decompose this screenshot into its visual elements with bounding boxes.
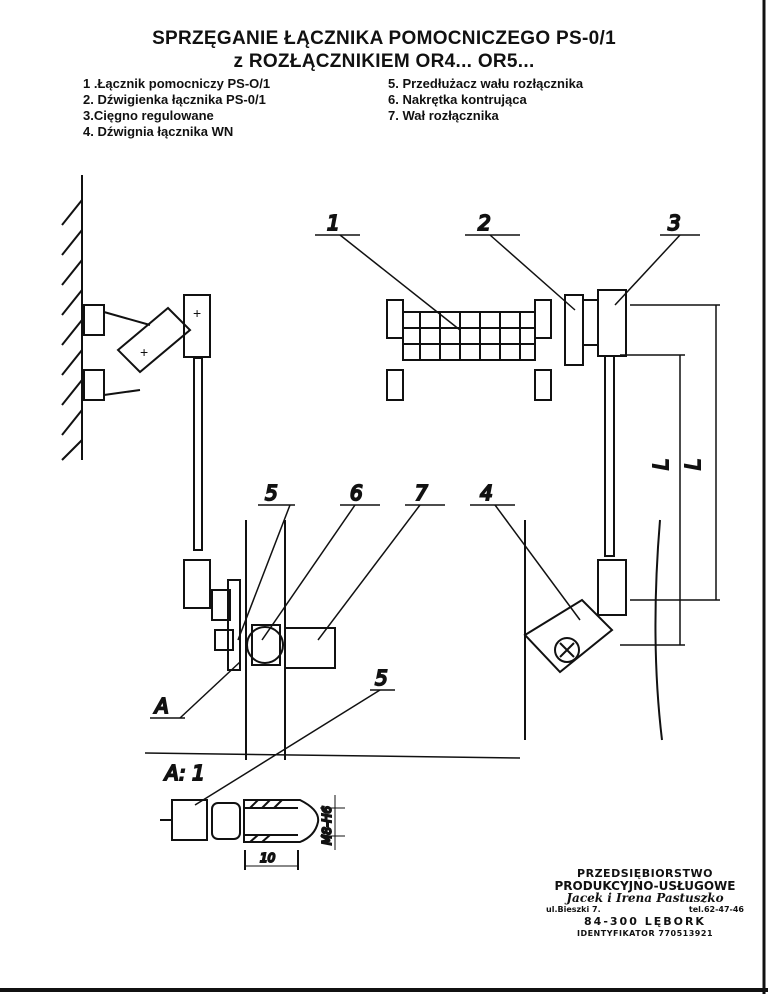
stamp-city: 84-300 LĘBORK bbox=[584, 915, 706, 928]
dimension-lines bbox=[620, 304, 720, 646]
callout-7: 7 bbox=[415, 481, 428, 505]
callout-3: 3 bbox=[668, 211, 681, 235]
stamp-address: ul.Bieszki 7. bbox=[546, 905, 601, 914]
callout-2: 2 bbox=[478, 211, 491, 235]
rod-right bbox=[604, 355, 615, 557]
legend-item: 5. Przedłużacz wału rozłącznika bbox=[388, 76, 584, 91]
stamp-id: IDENTYFIKATOR 770513921 bbox=[576, 929, 714, 938]
switch-ps01 bbox=[386, 289, 627, 401]
stamp-line-1: PRZEDSIĘBIORSTWO bbox=[577, 867, 713, 880]
dimension-thread: M8-H6 bbox=[320, 806, 334, 845]
callout-4: 4 bbox=[480, 481, 493, 505]
callout-5: 5 bbox=[265, 481, 278, 505]
callout-5-detail: 5 bbox=[375, 666, 388, 690]
legend-item: 7. Wał rozłącznika bbox=[388, 108, 499, 123]
title-line-2: z ROZŁĄCZNIKIEM OR4... OR5... bbox=[233, 51, 535, 72]
left-bracket: + + bbox=[83, 294, 211, 401]
legend-item: 4. Dźwignia łącznika WN bbox=[83, 124, 234, 139]
rod-left bbox=[193, 357, 203, 551]
dimension-l-outer: L bbox=[681, 459, 705, 470]
company-stamp: PRZEDSIĘBIORSTWO PRODUKCYJNO-USŁUGOWE Ja… bbox=[540, 868, 750, 940]
callout-1: 1 bbox=[327, 211, 340, 235]
shaft-assembly-left bbox=[211, 520, 336, 760]
dimension-length: 10 bbox=[260, 851, 276, 865]
legend-item: 2. Dźwigienka łącznika PS-0/1 bbox=[83, 92, 266, 107]
legend-left: 1 .Łącznik pomocniczy PS-O/1 2. Dźwigien… bbox=[83, 76, 270, 140]
legend-item: 3.Cięgno regulowane bbox=[83, 108, 214, 123]
legend-item: 6. Nakrętka kontrująca bbox=[388, 92, 527, 107]
title-line-1: SPRZĘGANIE ŁĄCZNIKA POMOCNICZEGO PS-0/1 bbox=[152, 28, 616, 49]
lever-wn bbox=[523, 519, 663, 741]
stamp-line-2: PRODUKCYJNO-USŁUGOWE bbox=[554, 879, 736, 893]
stamp-line-3: Jacek i Irena Pastuszko bbox=[566, 891, 724, 905]
rod-end-left bbox=[183, 559, 211, 609]
svg-text:+: + bbox=[193, 305, 201, 321]
callout-leaders bbox=[144, 234, 700, 806]
detail-a-drawing bbox=[160, 795, 345, 870]
section-label: A bbox=[153, 694, 169, 718]
stamp-phone: tel.62-47-46 bbox=[688, 905, 744, 914]
rod-end-right bbox=[597, 559, 627, 616]
svg-text:+: + bbox=[140, 344, 148, 360]
detail-label: A: 1 bbox=[163, 761, 205, 785]
legend-item: 1 .Łącznik pomocniczy PS-O/1 bbox=[83, 76, 271, 91]
legend-right: 5. Przedłużacz wału rozłącznika 6. Nakrę… bbox=[388, 76, 583, 124]
wall-hatch bbox=[61, 175, 83, 461]
callout-6: 6 bbox=[350, 481, 363, 505]
dimension-l-inner: L bbox=[649, 459, 673, 470]
